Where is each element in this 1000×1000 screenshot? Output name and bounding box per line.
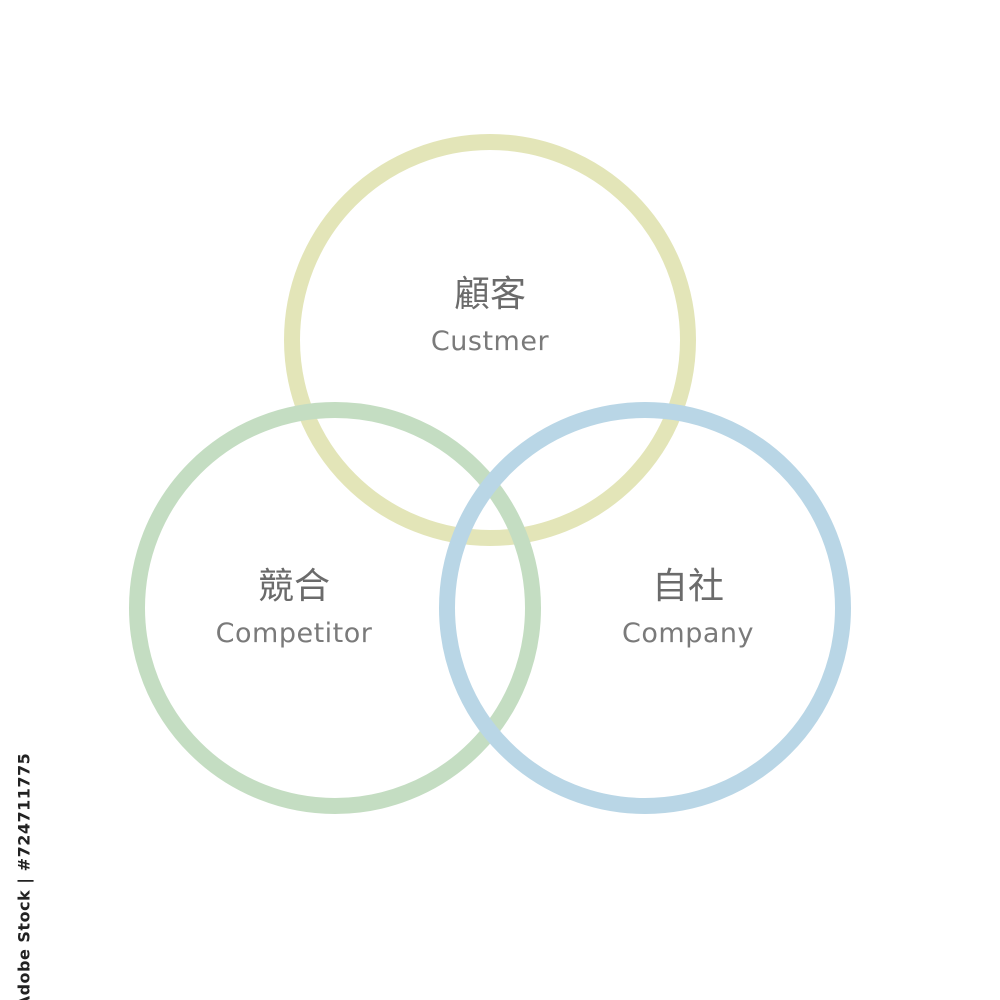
company-circle [439, 402, 851, 814]
customer-label-en: Custmer [431, 326, 550, 357]
competitor-label-jp: 競合 [258, 566, 330, 607]
competitor-circle [129, 402, 541, 814]
customer-circle [284, 134, 696, 546]
customer-label-jp: 顧客 [454, 274, 526, 315]
stock-id-text: Adobe Stock | #724711775 [14, 752, 34, 1000]
company-label-en: Company [622, 618, 754, 649]
competitor-label-en: Competitor [216, 618, 373, 649]
stock-id-watermark: Adobe Stock | #724711775 [10, 752, 38, 1000]
company-label-jp: 自社 [652, 566, 724, 607]
